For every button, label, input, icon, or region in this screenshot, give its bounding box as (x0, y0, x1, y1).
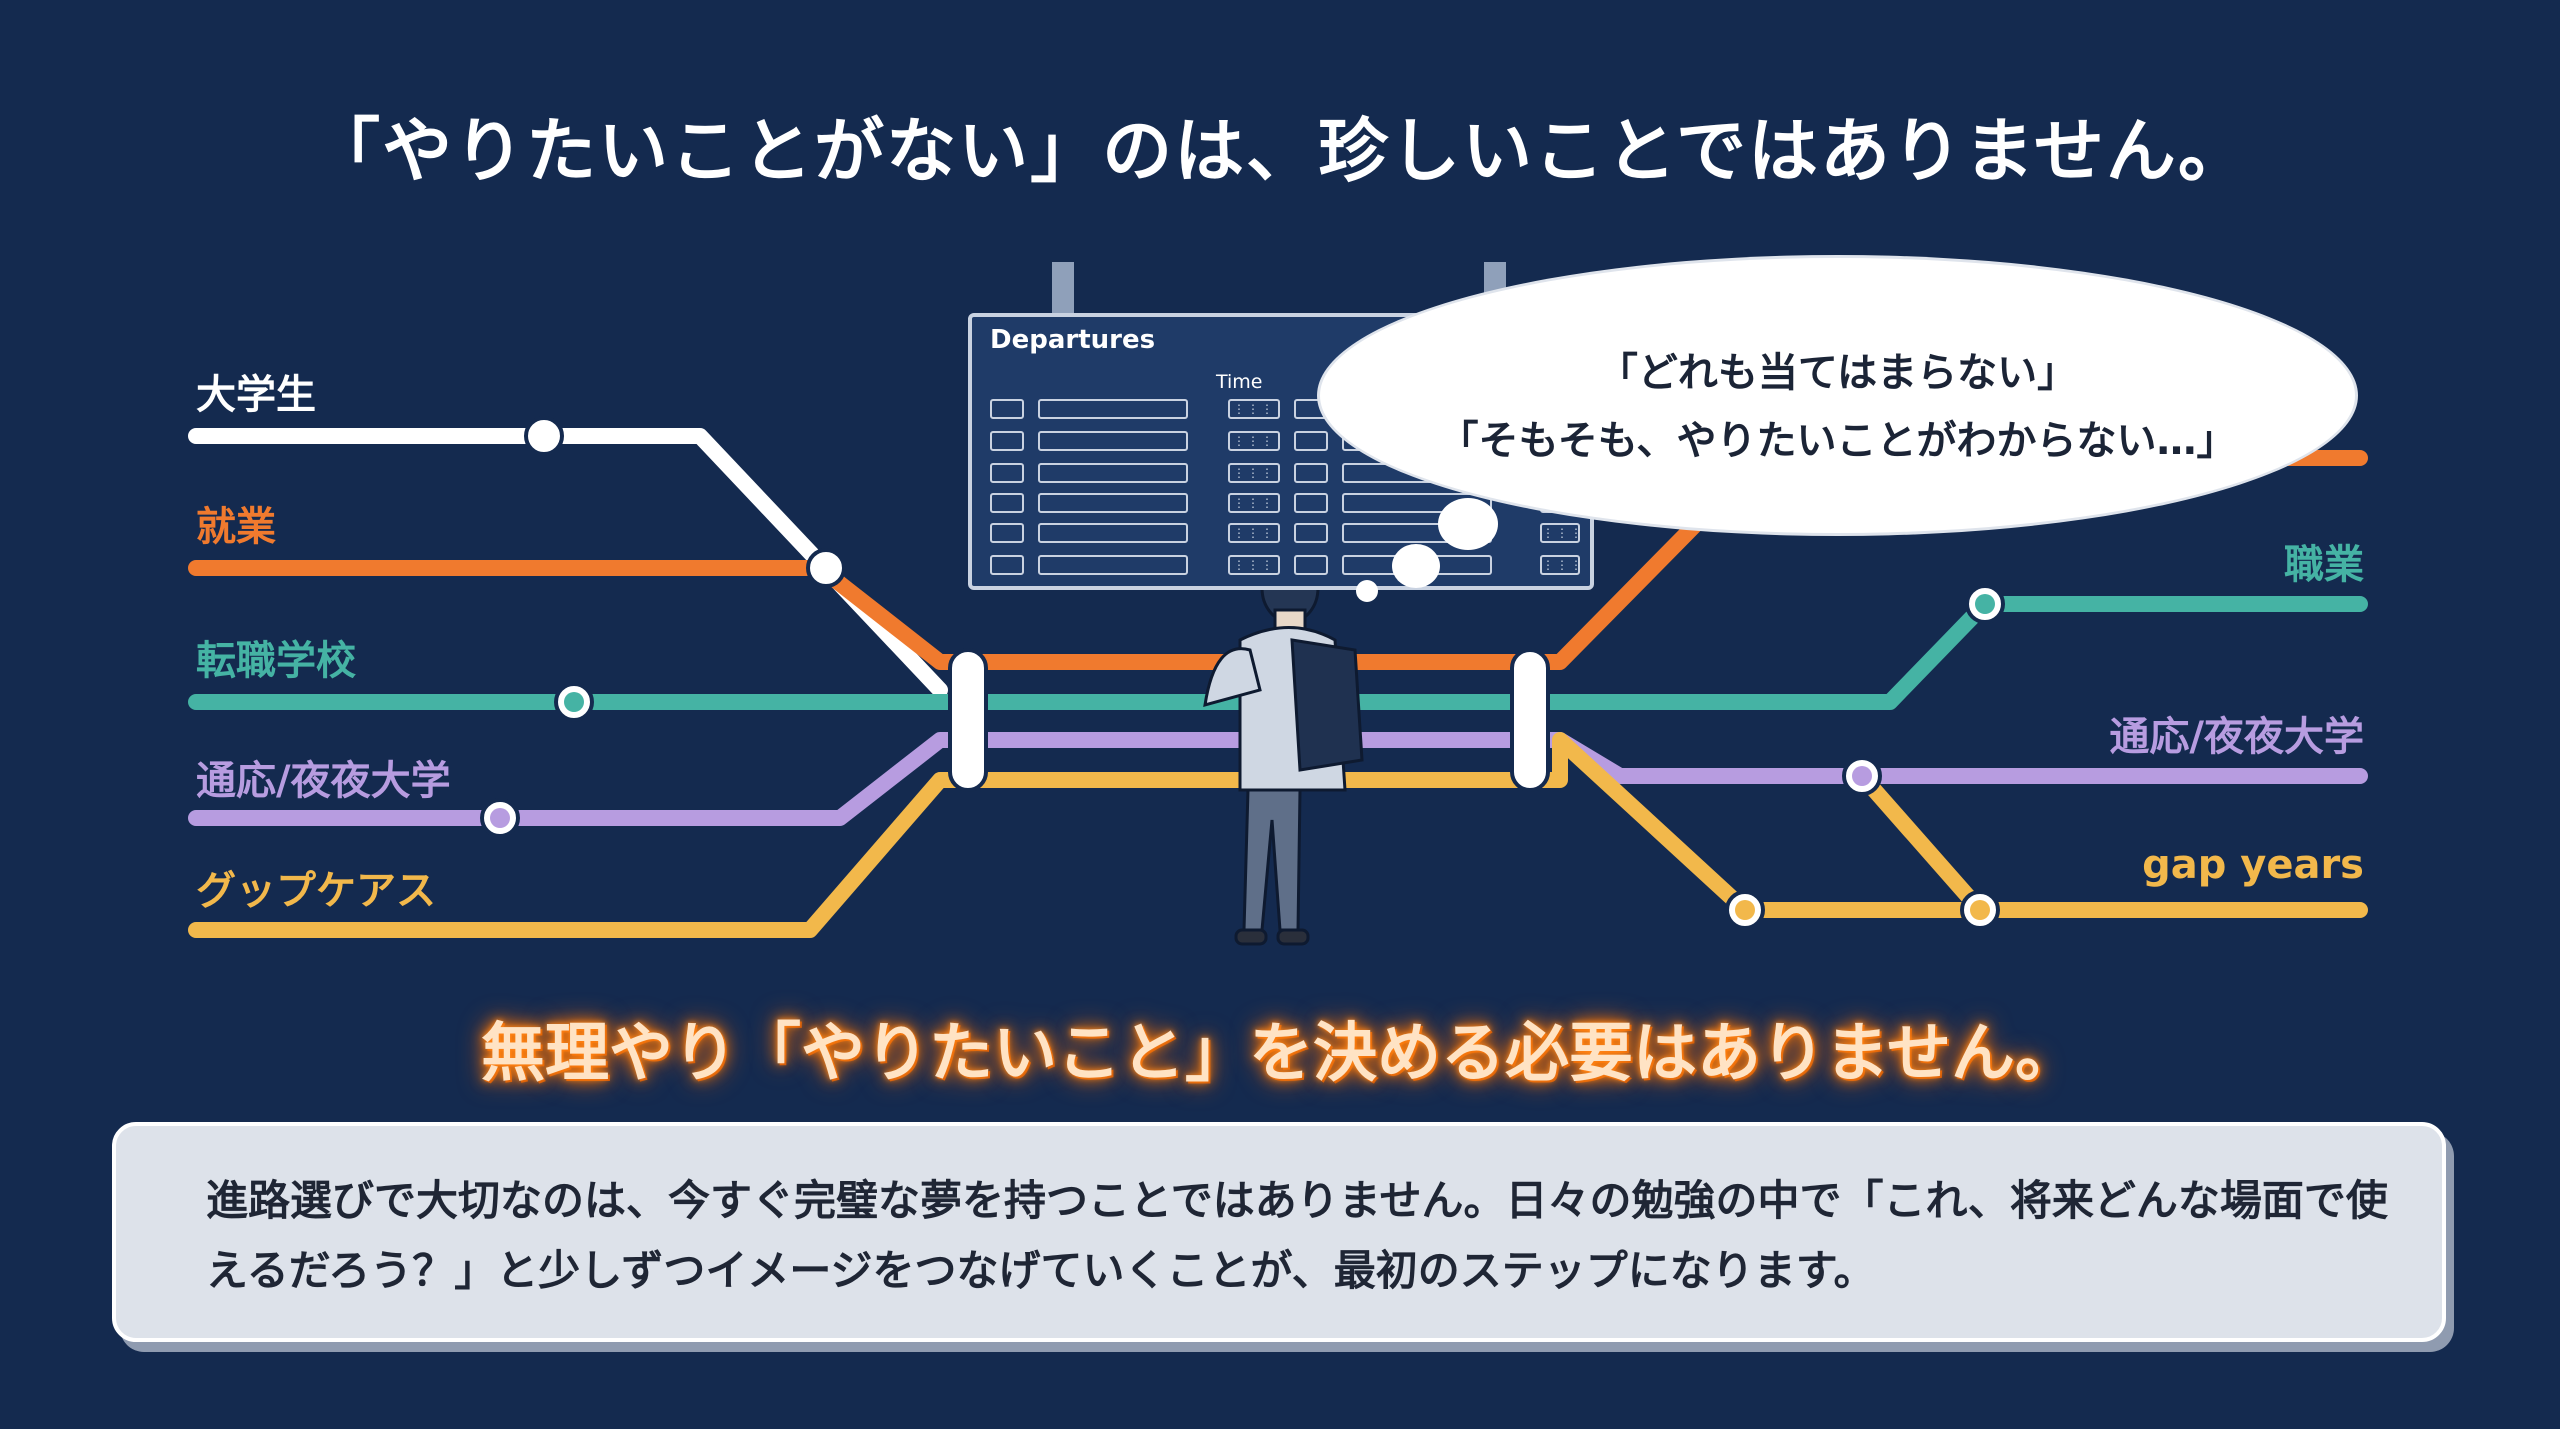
board-title: Departures (990, 325, 1156, 355)
board-cell: ⋮⋮⋮ (1228, 493, 1280, 513)
line-label-occupation: 職業 (2284, 542, 2364, 588)
board-row: ⋮⋮⋮ ⋮⋮⋮ (990, 555, 1582, 575)
board-cell (1038, 523, 1188, 543)
route-line-teal (188, 596, 2368, 710)
route-line-orange (188, 512, 1708, 670)
board-cell (1294, 555, 1328, 575)
person-with-backpack-illustration (1203, 552, 1364, 946)
board-cell: ⋮⋮⋮ (1540, 523, 1582, 543)
info-box: 進路選びで大切なのは、今すぐ完璧な夢を持つことではありません。日々の勉強の中で「… (112, 1122, 2446, 1342)
board-cell: ⋮⋮⋮ (1228, 431, 1280, 451)
board-cell: ⋮⋮⋮ (1540, 555, 1582, 575)
line-label-correspondence-university: 通応/夜夜大学 (196, 758, 451, 804)
board-cell (990, 523, 1024, 543)
board-cell (990, 463, 1024, 483)
speech-bubble: 「どれも当てはまらない」 「そもそも、やりたいことがわからない…」 (1320, 258, 2355, 533)
line-label-university: 大学生 (196, 372, 316, 418)
station-white (524, 416, 564, 456)
line-label-correspondence-university-right: 通応/夜夜大学 (2109, 714, 2364, 760)
line-label-employment: 就業 (196, 504, 276, 550)
line-label-vocational-school: 転職学校 (196, 638, 356, 684)
board-cell: ⋮⋮⋮ (1228, 463, 1280, 483)
station-orange (806, 548, 846, 588)
speech-bubble-tail-medium (1392, 544, 1440, 588)
route-line-yellow-branch (1854, 768, 1988, 918)
info-text: 進路選びで大切なのは、今すぐ完璧な夢を持つことではありません。日々の勉強の中で「… (206, 1176, 2388, 1295)
board-cell (1342, 493, 1492, 513)
board-cell (1294, 493, 1328, 513)
board-cell: ⋮⋮⋮ (1228, 555, 1280, 575)
board-cell (1038, 493, 1188, 513)
board-cell (1038, 431, 1188, 451)
interchange-right (1510, 648, 1550, 792)
board-cell (990, 555, 1024, 575)
line-label-gap-years: gap years (2142, 842, 2364, 888)
board-cell: ⋮⋮⋮ (1228, 523, 1280, 543)
board-cell (1038, 463, 1188, 483)
page-title: 「やりたいことがない」のは、珍しいことではありません。 (310, 110, 2250, 192)
board-time-header: Time (1216, 371, 1263, 393)
board-row: ⋮⋮⋮ ⋮⋮⋮ (990, 523, 1582, 543)
headline: 無理やり「やりたいこと」を決める必要はありません。 (480, 1017, 2080, 1091)
speech-bubble-tail-small (1356, 580, 1378, 602)
speech-line-1: 「どれも当てはまらない」 (1597, 350, 2078, 396)
interchange-left (948, 648, 988, 792)
board-cell (1294, 523, 1328, 543)
speech-line-2: 「そもそも、やりたいことがわからない…」 (1438, 418, 2237, 464)
board-cell (1038, 399, 1188, 419)
board-cell (990, 399, 1024, 419)
speech-bubble-tail-large (1438, 498, 1498, 550)
board-cell: ⋮⋮⋮ (1228, 399, 1280, 419)
board-cell (1294, 431, 1328, 451)
board-cell (1038, 555, 1188, 575)
board-cell (990, 431, 1024, 451)
line-label-gap-years-jp: グップケアス (196, 868, 436, 914)
board-cell (990, 493, 1024, 513)
board-cell (1294, 463, 1328, 483)
